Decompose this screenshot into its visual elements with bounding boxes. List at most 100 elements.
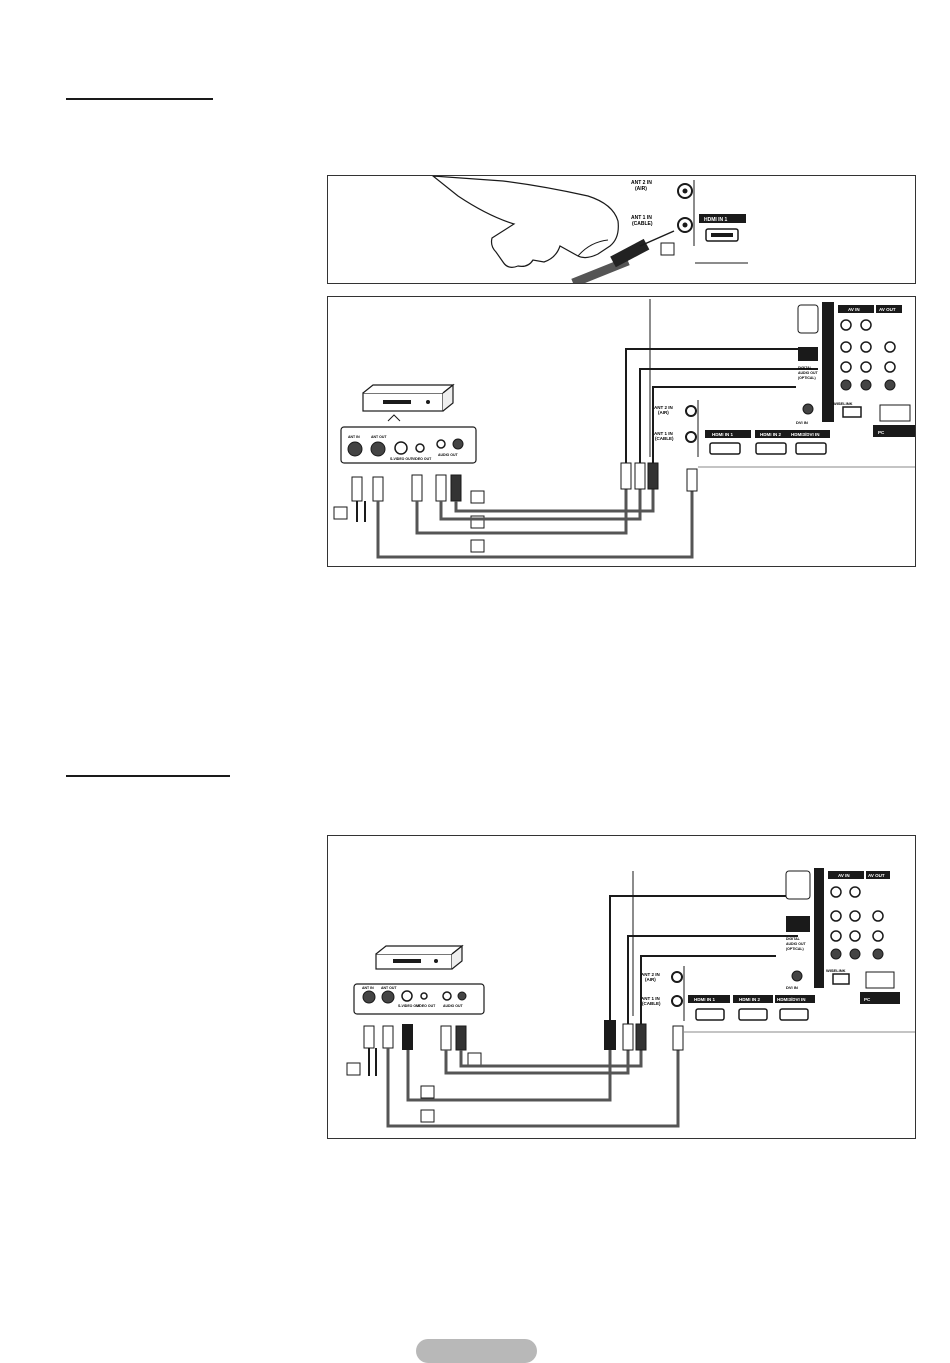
tv-ant2-sub: (AIR)	[645, 977, 656, 982]
hdmi2-label: HDMI IN 2	[760, 432, 781, 437]
hdmi3-label: HDMI3/DVI IN	[777, 997, 806, 1002]
wiselink-label: WISELINK	[833, 401, 853, 406]
section2-heading-rule	[66, 775, 230, 777]
step-box-b	[467, 1052, 482, 1066]
dev-svideo-label: S-VIDEO OUT	[390, 457, 414, 461]
plug-video	[411, 474, 423, 502]
dev-audio-label: AUDIO OUT	[438, 453, 459, 457]
dev-video-label: VIDEO OUT	[412, 457, 432, 461]
device-video-jack	[415, 443, 425, 453]
plug-ant-in	[351, 476, 363, 502]
av-jack-grid	[830, 886, 884, 960]
tv-ant2-sub: (AIR)	[658, 410, 669, 415]
av-in-label: AV IN	[848, 307, 860, 312]
cable-antenna	[376, 489, 694, 559]
figure-antenna-connection: ANT 2 IN (AIR) ANT 1 IN (CABLE) HDMI IN …	[327, 175, 916, 284]
cable-audio-l	[444, 1050, 630, 1075]
usb-port	[842, 406, 862, 418]
av-out-header	[876, 305, 902, 313]
step-box-a	[346, 1062, 361, 1076]
av-out-label: AV OUT	[868, 873, 885, 878]
dev-video-label: VIDEO OUT	[416, 1004, 436, 1008]
tv-plug-video	[620, 462, 632, 490]
dev-ant-out-label: ANT OUT	[381, 986, 397, 990]
digital-audio-out	[798, 347, 818, 361]
fig1-ant2-label: ANT 2 IN	[631, 180, 652, 186]
av-out-label: AV OUT	[879, 307, 896, 312]
hdmi1-port	[709, 442, 741, 455]
dvi-in-label: DVI IN	[796, 420, 808, 425]
pc-label: PC	[864, 997, 871, 1002]
cable-audio-l	[439, 489, 642, 521]
wiselink-label: WISELINK	[826, 968, 846, 973]
fig1-hdmi1-label: HDMI IN 1	[704, 217, 728, 223]
tv-ant1-jack	[685, 431, 697, 443]
device-ant-in-jack	[347, 441, 363, 457]
digital-label-2: AUDIO OUT	[798, 371, 819, 375]
step-box-c	[420, 1085, 435, 1099]
tv-ant2-jack	[685, 405, 697, 417]
fig1-ant2-sub: (AIR)	[635, 186, 647, 192]
step-box-d	[420, 1109, 435, 1123]
step-box-b	[470, 490, 485, 504]
fig1-ant1-sub: (CABLE)	[632, 221, 653, 227]
plug-ant-out	[372, 476, 384, 502]
figure-composite-connection: ANT IN ANT OUT S-VIDEO OUT VIDEO OUT AUD…	[327, 296, 916, 567]
hdmi1-label: HDMI IN 1	[712, 432, 733, 437]
pc-label: PC	[878, 430, 885, 435]
step-number-box	[660, 242, 675, 256]
hdmi2-label: HDMI IN 2	[739, 997, 760, 1002]
step-box-d	[470, 539, 485, 553]
av-jack-grid	[840, 319, 896, 391]
hdmi1-label: HDMI IN 1	[694, 997, 715, 1002]
hand-illustration	[432, 176, 619, 268]
cable-audio-r	[459, 1050, 643, 1068]
dev-ant-out-label: ANT OUT	[371, 435, 387, 439]
hdmi2-port	[755, 442, 787, 455]
dev-ant-in-label: ANT IN	[348, 435, 360, 439]
figure-svideo-connection: ANT IN ANT OUT S-VIDEO OUT VIDEO OUT AUD…	[327, 835, 916, 1139]
tv-plug-audio-l	[634, 462, 646, 490]
plug-svideo	[402, 1024, 413, 1050]
figure-antenna-connection-illustration: ANT 2 IN (AIR) ANT 1 IN (CABLE) HDMI IN …	[432, 176, 748, 283]
cable-antenna	[386, 1048, 680, 1128]
tv-ant1-sub: (CABLE)	[655, 436, 674, 441]
hdmi3-header	[788, 430, 830, 438]
dev-audio-label: AUDIO OUT	[443, 1004, 464, 1008]
digital-label: DIGITAL	[798, 366, 813, 370]
hdmi-in-1-header	[699, 214, 746, 223]
figure-composite-illustration: ANT IN ANT OUT S-VIDEO OUT VIDEO OUT AUD…	[333, 299, 915, 559]
pc-port	[879, 404, 911, 422]
device-svideo-jack	[394, 441, 408, 455]
fig1-ant1-label: ANT 1 IN	[631, 215, 652, 221]
av-in-label: AV IN	[838, 873, 850, 878]
digital-label-3: (OPTICAL)	[798, 376, 816, 380]
step-box-a	[333, 506, 348, 520]
plug-audio-l	[435, 474, 447, 502]
tv-ant2-label: ANT 2 IN	[641, 972, 660, 977]
hdmi2-header	[755, 430, 795, 438]
tv-ant2-label: ANT 2 IN	[654, 405, 673, 410]
device-audio-r-jack	[452, 438, 464, 450]
digital-label: DIGITAL	[786, 937, 801, 941]
cable-audio-r	[454, 489, 655, 513]
av-in-header	[838, 305, 874, 313]
hdmi3-label: HDMI3/DVI IN	[791, 432, 820, 437]
dev-svideo-label: S-VIDEO OUT	[398, 1004, 422, 1008]
device-ant-out-jack	[370, 441, 386, 457]
digital-label-2: AUDIO OUT	[786, 942, 807, 946]
dvi-in-label: DVI IN	[786, 985, 798, 990]
page-number-pill	[416, 1339, 537, 1363]
figure-svideo-illustration: ANT IN ANT OUT S-VIDEO OUT VIDEO OUT AUD…	[346, 868, 915, 1128]
coax-connector	[610, 238, 650, 268]
tv-ant1-sub: (CABLE)	[642, 1001, 661, 1006]
digital-label-3: (OPTICAL)	[786, 947, 804, 951]
cable-svideo	[406, 1050, 612, 1102]
hdmi3-port	[795, 442, 827, 455]
tv-serial-port	[797, 304, 819, 334]
plug-audio-r	[450, 474, 462, 502]
dev-ant-in-label: ANT IN	[362, 986, 374, 990]
tv-plug-audio-r	[647, 462, 659, 490]
section1-heading-rule	[66, 98, 213, 100]
device-audio-l-jack	[436, 439, 446, 449]
